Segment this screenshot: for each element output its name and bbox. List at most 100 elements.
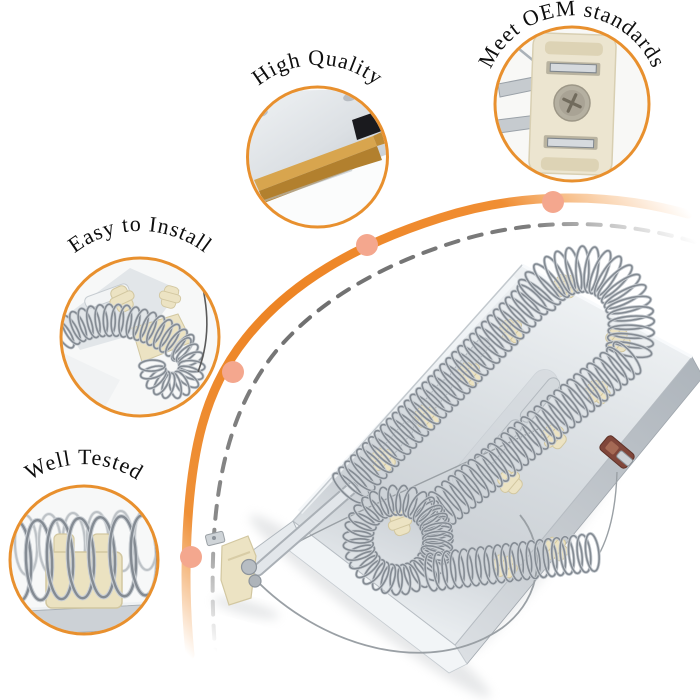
coil-loop (550, 536, 567, 577)
callout-border (493, 25, 651, 183)
coil-loop (606, 305, 655, 322)
callout-border (59, 256, 221, 418)
coil-loop (487, 442, 516, 477)
coil-loop (342, 530, 374, 544)
coil-loop (576, 533, 592, 574)
coil-loop (433, 369, 465, 401)
coil-loop (567, 534, 584, 575)
coil-loop (533, 263, 566, 301)
coil-loop (24, 518, 54, 602)
element-sheath-highlight (253, 483, 357, 575)
coil-loop (553, 250, 576, 296)
coil-loop (397, 405, 430, 437)
coil-loop (454, 469, 483, 504)
coil-loop (504, 296, 537, 328)
coil-loop (588, 249, 612, 295)
coil-loop (517, 278, 557, 312)
coil-loop (355, 554, 381, 579)
coil-loop (466, 547, 482, 587)
coil-loop (593, 255, 623, 297)
coil-loop (77, 307, 94, 340)
coil-loop (367, 436, 400, 468)
coil-loop (348, 550, 378, 570)
coil-loop (573, 373, 602, 407)
coil-loop (467, 458, 497, 493)
coil-loop (350, 454, 382, 486)
coil-loop (344, 520, 375, 538)
coil-loop (606, 332, 655, 349)
callout-photo-easy-install (62, 259, 218, 415)
coil-loop (385, 417, 418, 449)
coil-loop (172, 337, 192, 361)
coil-loop (379, 423, 412, 455)
coil-loop (102, 303, 117, 337)
coil-loop (491, 544, 508, 584)
coil-loop (118, 304, 133, 338)
coil-loop (525, 540, 541, 580)
coil-loop (434, 485, 464, 520)
coil-loop (412, 496, 436, 523)
coil-loop (427, 491, 457, 525)
decorative-arcs (181, 193, 697, 660)
coil-loop (66, 517, 96, 600)
coil-loop (507, 426, 536, 461)
coil-loop (409, 393, 442, 425)
coil-loop (132, 308, 149, 342)
coil-detail (62, 302, 207, 400)
accent-dot (222, 361, 244, 383)
coil-loop (606, 346, 635, 381)
coil-loop (175, 343, 199, 364)
coil-loop (546, 394, 576, 429)
coil-loop (85, 305, 101, 339)
coil-loop (524, 271, 562, 306)
coil-loop (500, 543, 516, 583)
coil-loop (564, 247, 583, 294)
coil-loop (361, 496, 384, 523)
coil-loop (344, 460, 376, 492)
coil-loop (62, 319, 75, 349)
coil-loop (469, 332, 501, 364)
coil-loop (361, 442, 394, 474)
coil-loop (395, 484, 410, 516)
coil-loop (108, 515, 138, 598)
coil-loop (424, 552, 440, 592)
coil-loop (543, 255, 571, 299)
accent-dots (180, 191, 564, 568)
coil-loop (451, 350, 483, 383)
coil-loop (164, 328, 188, 357)
coil-loop (447, 475, 477, 509)
coil-loop (387, 484, 402, 516)
coil-loop (449, 549, 465, 589)
coil-loop (161, 372, 176, 399)
coil-loop (416, 504, 443, 527)
callout-border (246, 85, 389, 229)
coil-loop (356, 448, 388, 480)
coil-loop (605, 295, 652, 315)
coil-loop (177, 365, 204, 381)
coil-loop (415, 387, 448, 419)
coil-loop (480, 448, 510, 482)
callout-label-well-tested: Well Tested (20, 444, 148, 485)
coil-loop (553, 389, 582, 424)
coil-loop (575, 245, 590, 293)
coil-loop (533, 405, 563, 440)
coil-loop (513, 421, 543, 456)
coil-loop (540, 400, 569, 434)
coil-loop (94, 303, 109, 338)
callout-label-easy-install: Easy to Install (63, 211, 217, 258)
accent-dot (542, 191, 564, 213)
callout-well-tested: Well Tested (8, 444, 160, 636)
callout-photo-high-quality (249, 88, 386, 226)
callout-photo-well-tested (11, 487, 157, 633)
coil-loop (427, 375, 459, 407)
coil-loop (68, 310, 88, 343)
coil-loop (603, 283, 647, 310)
coil-loop (378, 486, 395, 518)
coil-loop (607, 315, 656, 331)
coil-loop (493, 437, 523, 472)
coil-loop (159, 323, 181, 353)
coil-loop (178, 359, 206, 373)
coil-loop (439, 363, 471, 395)
coil-loop (534, 538, 550, 579)
